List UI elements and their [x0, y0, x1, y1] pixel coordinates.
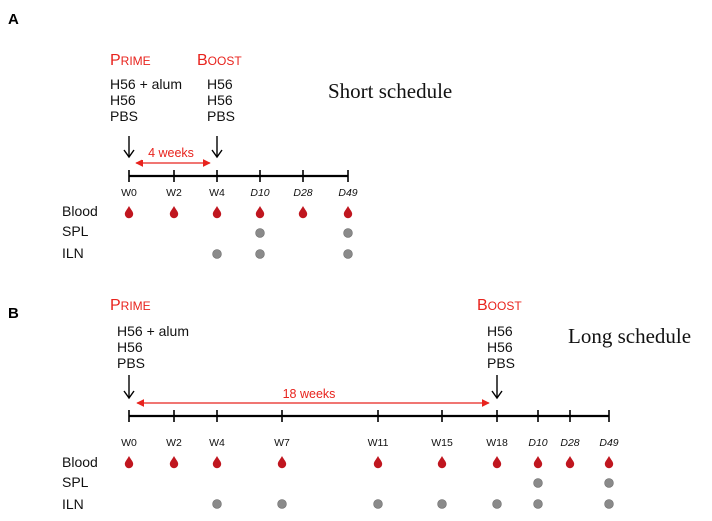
blood-drop-icon [277, 456, 287, 469]
timeline-ticks-b [128, 410, 610, 422]
blood-drop-icon [604, 456, 614, 469]
row-label-a-spl: SPL [62, 223, 89, 239]
blood-drop-icon [169, 456, 179, 469]
iln-sample-dot [343, 249, 353, 259]
timepoint-label-b-d28: D28 [560, 437, 579, 449]
schedule-label-a: Short schedule [328, 79, 452, 103]
blood-drop-icon [565, 456, 575, 469]
timepoint-label-b-w2: W2 [166, 437, 182, 449]
boost-group-a-3: PBS [207, 108, 235, 124]
schedule-label-b: Long schedule [568, 324, 691, 348]
timepoint-label-b-w7: W7 [274, 437, 290, 449]
timepoint-label-a-w0: W0 [121, 187, 137, 199]
spl-sample-dot [343, 228, 353, 238]
blood-drop-icon [212, 456, 222, 469]
sample-markers-a [124, 206, 353, 259]
iln-sample-dot [255, 249, 265, 259]
timepoint-label-b-w0: W0 [121, 437, 137, 449]
sample-markers-b [124, 456, 614, 509]
interval-label-b: 18 weeks [283, 387, 336, 401]
blood-drop-icon [298, 206, 308, 219]
boost-label-b: BOOST [477, 297, 522, 314]
boost-arrowhead-a [211, 149, 223, 159]
prime-label-a-initial: P [110, 52, 121, 69]
row-label-b-blood: Blood [62, 454, 98, 470]
prime-arrowhead-b [123, 390, 135, 400]
boost-label-a-rest: OOST [208, 54, 243, 68]
boost-group-b-1: H56 [487, 323, 513, 339]
blood-drop-icon [492, 456, 502, 469]
prime-group-b-2: H56 [117, 339, 143, 355]
spl-sample-dot [533, 478, 543, 488]
panel-a: A PRIME BOOST H56 + alum H56 PBS H56 H56… [8, 11, 452, 261]
prime-label-b-initial: P [110, 297, 121, 314]
row-label-a-blood: Blood [62, 203, 98, 219]
timepoint-label-b-w4: W4 [209, 437, 225, 449]
blood-drop-icon [124, 456, 134, 469]
boost-group-a-1: H56 [207, 76, 233, 92]
timepoint-labels-b: W0 W2 W4 W7 W11 W15 W18 D10 D28 D49 [121, 437, 619, 449]
blood-drop-icon [124, 206, 134, 219]
blood-drop-icon [437, 456, 447, 469]
blood-drop-icon [212, 206, 222, 219]
row-label-b-iln: ILN [62, 496, 84, 512]
boost-label-a-initial: B [197, 52, 208, 69]
spl-sample-dot [255, 228, 265, 238]
iln-sample-dot [604, 499, 614, 509]
prime-group-a-3: PBS [110, 108, 138, 124]
iln-sample-dot [533, 499, 543, 509]
prime-label-b: PRIME [110, 297, 151, 314]
blood-drop-icon [533, 456, 543, 469]
blood-drop-icon [343, 206, 353, 219]
timepoint-label-a-d10: D10 [250, 187, 269, 199]
boost-label-a: BOOST [197, 52, 242, 69]
prime-label-b-rest: RIME [121, 299, 151, 313]
spl-sample-dot [604, 478, 614, 488]
boost-arrowhead-b [491, 390, 503, 400]
timepoint-label-b-d49: D49 [599, 437, 618, 449]
blood-drop-icon [373, 456, 383, 469]
timeline-ticks-a [128, 170, 349, 182]
timepoint-label-a-w2: W2 [166, 187, 182, 199]
iln-sample-dot [437, 499, 447, 509]
timepoint-label-a-d28: D28 [293, 187, 312, 199]
prime-arrowhead-a [123, 149, 135, 159]
timepoint-labels-a: W0 W2 W4 D10 D28 D49 [121, 187, 358, 199]
boost-label-b-rest: OOST [488, 299, 523, 313]
boost-label-b-initial: B [477, 297, 488, 314]
iln-sample-dot [277, 499, 287, 509]
timepoint-label-a-w4: W4 [209, 187, 225, 199]
prime-group-b-1: H56 + alum [117, 323, 189, 339]
prime-group-a-2: H56 [110, 92, 136, 108]
boost-group-b-3: PBS [487, 355, 515, 371]
prime-group-b-3: PBS [117, 355, 145, 371]
row-label-b-spl: SPL [62, 474, 89, 490]
iln-sample-dot [492, 499, 502, 509]
panel-letter-b: B [8, 305, 19, 322]
timepoint-label-b-w11: W11 [368, 437, 389, 449]
boost-group-a-2: H56 [207, 92, 233, 108]
prime-label-a: PRIME [110, 52, 151, 69]
iln-sample-dot [212, 249, 222, 259]
blood-drop-icon [169, 206, 179, 219]
interval-label-a-bg [142, 146, 200, 160]
boost-group-b-2: H56 [487, 339, 513, 355]
iln-sample-dot [373, 499, 383, 509]
iln-sample-dot [212, 499, 222, 509]
panel-letter-a: A [8, 11, 19, 28]
row-label-a-iln: ILN [62, 245, 84, 261]
timepoint-label-a-d49: D49 [338, 187, 357, 199]
prime-group-a-1: H56 + alum [110, 76, 182, 92]
timepoint-label-b-w18: W18 [486, 437, 508, 449]
interval-label-a: 4 weeks [148, 146, 194, 160]
timepoint-label-b-d10: D10 [528, 437, 547, 449]
timepoint-label-b-w15: W15 [431, 437, 453, 449]
blood-drop-icon [255, 206, 265, 219]
panel-b: B PRIME BOOST H56 + alum H56 PBS H56 H56… [8, 297, 691, 512]
prime-label-a-rest: RIME [121, 54, 151, 68]
